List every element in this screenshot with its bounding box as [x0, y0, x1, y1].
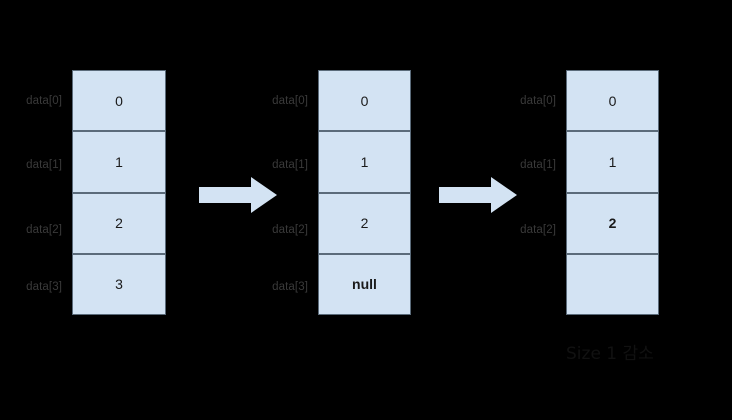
index-label-a3: data[3]	[26, 281, 62, 293]
right-arrow-icon	[439, 177, 517, 213]
array-cell: 2	[319, 191, 410, 253]
array-cell: 1	[319, 130, 410, 192]
array-cell: 1	[567, 130, 658, 192]
index-label-c1: data[1]	[520, 159, 556, 171]
index-label-b3: data[3]	[272, 281, 308, 293]
array-after: 0 1 2	[566, 70, 659, 315]
index-label-a2: data[2]	[26, 224, 62, 236]
array-cell-empty	[567, 252, 658, 314]
index-label-b2: data[2]	[272, 224, 308, 236]
caption-size-decrement: Size 1 감소	[566, 344, 654, 364]
array-cell: 0	[73, 71, 165, 131]
array-cell: 1	[73, 130, 165, 192]
index-label-c0: data[0]	[520, 95, 556, 107]
array-cell: 2	[73, 191, 165, 253]
index-label-b1: data[1]	[272, 159, 308, 171]
arrow-step-1	[199, 177, 277, 213]
array-cell-highlight: 2	[567, 191, 658, 253]
arrow-step-2	[439, 177, 517, 213]
index-label-a0: data[0]	[26, 95, 62, 107]
index-label-c2: data[2]	[520, 224, 556, 236]
array-nulled: 0 1 2 null	[318, 70, 411, 315]
array-cell-null: null	[319, 252, 410, 314]
array-cell: 0	[319, 71, 410, 131]
array-cell: 0	[567, 71, 658, 131]
array-before: 0 1 2 3	[72, 70, 166, 315]
index-label-b0: data[0]	[272, 95, 308, 107]
right-arrow-icon	[199, 177, 277, 213]
array-cell: 3	[73, 252, 165, 314]
index-label-a1: data[1]	[26, 159, 62, 171]
